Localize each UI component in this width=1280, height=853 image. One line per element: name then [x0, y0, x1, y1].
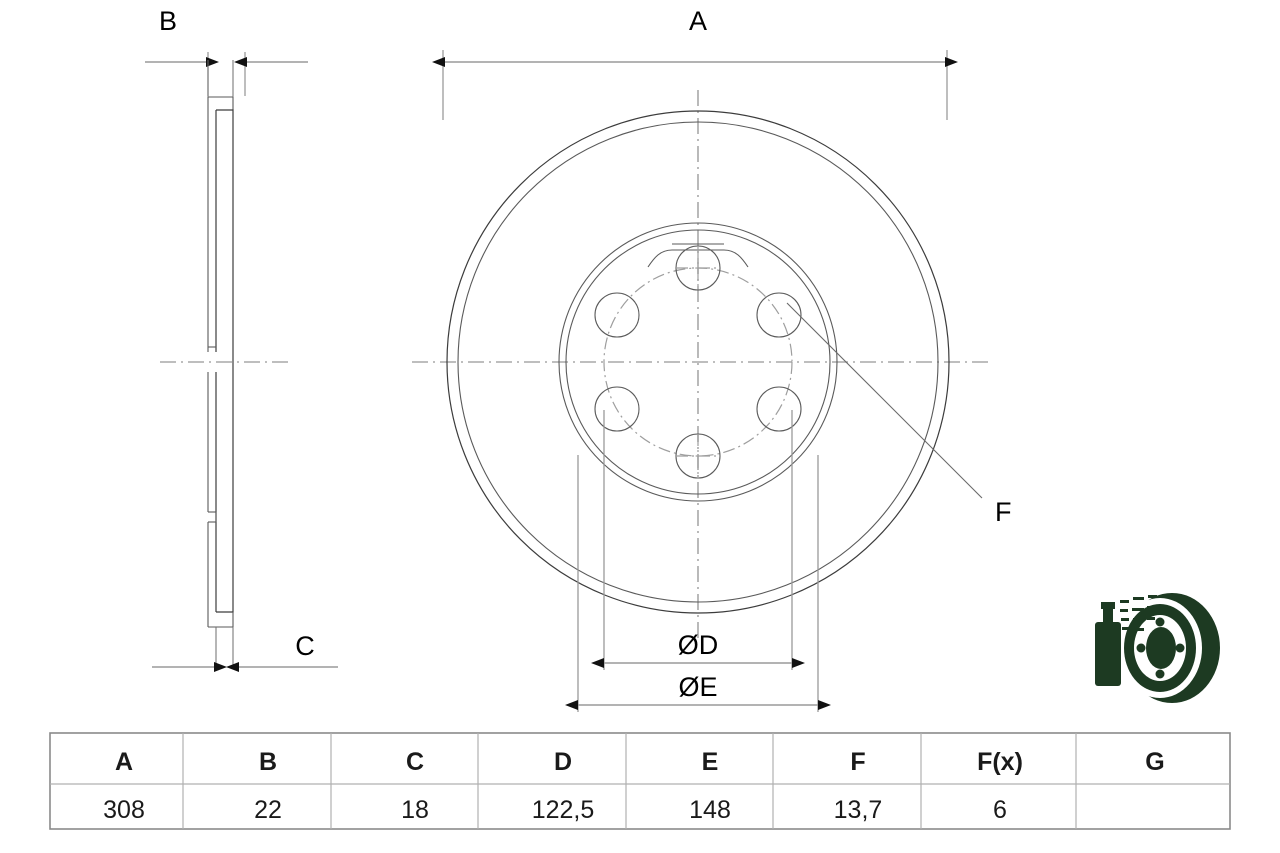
- spray-can-brake-disc-icon: [1095, 593, 1220, 703]
- table-header-cell: A: [115, 748, 133, 776]
- dimension-d: ØD: [591, 410, 805, 670]
- table-value-cell: 22: [254, 796, 282, 824]
- table-value-cell: 122,5: [532, 796, 595, 824]
- leader-f: F: [786, 302, 1012, 527]
- dimension-label-e: ØE: [678, 672, 717, 702]
- table-header-cell: C: [406, 748, 424, 776]
- dimension-label-f: F: [995, 497, 1012, 527]
- dimension-b: B: [145, 6, 308, 96]
- table-header-cell: D: [554, 748, 572, 776]
- table-header-cell: B: [259, 748, 277, 776]
- front-view-group: A: [412, 6, 1012, 712]
- table-value-cell: 148: [689, 796, 731, 824]
- bolt-hole: [756, 292, 802, 338]
- bolt-hole: [756, 386, 802, 432]
- dimension-label-b: B: [159, 6, 177, 36]
- dimension-a: A: [432, 6, 958, 120]
- bolt-hole: [594, 386, 640, 432]
- disc-cross-section: [207, 60, 234, 665]
- table-header-cell: G: [1145, 748, 1164, 776]
- table-value-cell: 308: [103, 796, 145, 824]
- side-view-group: B: [145, 6, 338, 672]
- hub-outer-circle: [558, 222, 838, 502]
- spec-table: A B C D E F F(x) G 308 22 18 122,5 148 1…: [49, 732, 1231, 830]
- dimension-label-a: A: [689, 6, 707, 36]
- hub-inner-circle: [565, 229, 831, 495]
- table-value-cell: 18: [401, 796, 429, 824]
- bolt-holes-group: [594, 245, 802, 479]
- bolt-hole: [594, 292, 640, 338]
- disc-outer-circle: [446, 110, 950, 614]
- table-value-cell: 13,7: [834, 796, 883, 824]
- disc-outer-chamfer-circle: [457, 121, 939, 603]
- table-header-cell: E: [702, 748, 719, 776]
- table-header-cell: F(x): [977, 748, 1023, 776]
- dimension-e: ØE: [565, 455, 831, 712]
- table-value-cell: 6: [993, 796, 1007, 824]
- dimension-label-c: C: [295, 631, 315, 661]
- table-header-cell: F: [850, 748, 865, 776]
- dimension-c: C: [152, 631, 338, 672]
- dimension-label-d: ØD: [678, 630, 719, 660]
